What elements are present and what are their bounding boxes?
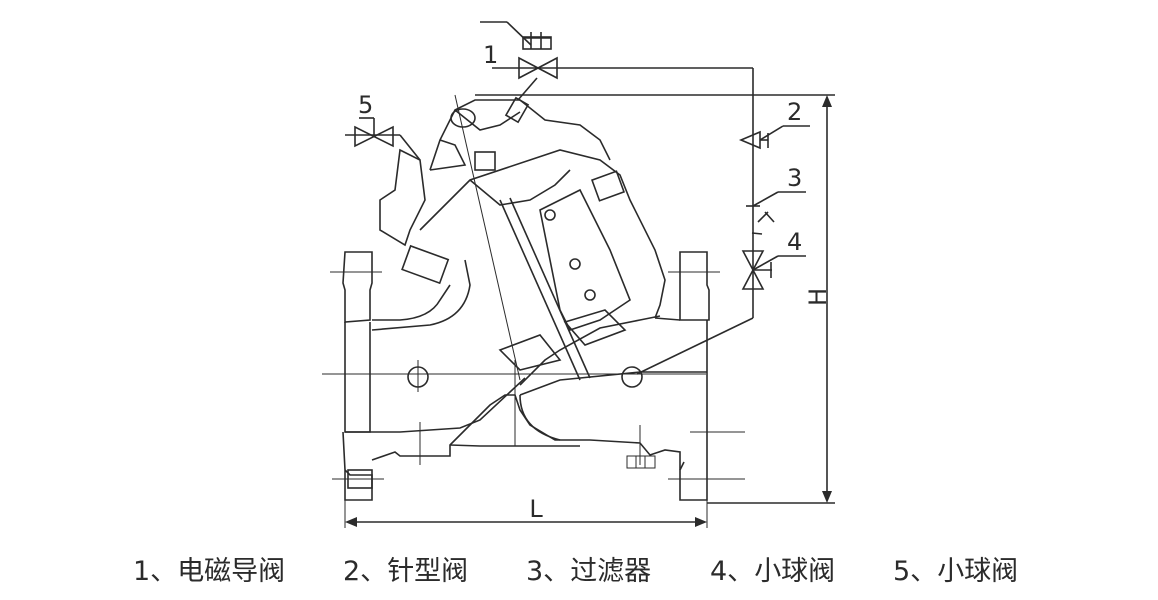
length-dimension: L <box>344 495 708 528</box>
callout-4: 4 <box>787 228 802 256</box>
legend-name: 电磁导阀 <box>177 556 286 587</box>
callout-2: 2 <box>787 98 802 126</box>
legend-name: 过滤器 <box>570 556 652 587</box>
ball-valve-5-symbol: 5 <box>354 91 394 148</box>
legend-name: 针型阀 <box>387 556 469 587</box>
callout-5: 5 <box>358 91 373 119</box>
callout-1: 1 <box>483 41 498 69</box>
valve-body <box>342 96 710 501</box>
legend-name: 小球阀 <box>754 556 836 587</box>
legend-item-ball-valve-4: 4、小球阀 <box>710 549 835 588</box>
legend-item-solenoid-pilot-valve: 1、电磁导阀 <box>133 549 285 588</box>
height-dimension: H <box>707 95 835 504</box>
legend-item-ball-valve-5: 5、小球阀 <box>893 549 1018 588</box>
legend-item-needle-valve: 2、针型阀 <box>343 549 468 588</box>
legend-name: 小球阀 <box>937 556 1019 587</box>
valve-technical-drawing: 1 5 2 3 4 H <box>322 21 835 528</box>
legend-number: 1、 <box>133 556 178 587</box>
callout-3: 3 <box>787 164 802 192</box>
pilot-piping <box>345 67 835 375</box>
length-label: L <box>529 495 543 523</box>
legend-number: 3、 <box>526 556 571 587</box>
legend-number: 4、 <box>710 556 755 587</box>
component-legend: 1、电磁导阀 2、针型阀 3、过滤器 4、小球阀 5、小球阀 <box>0 543 1158 593</box>
legend-item-filter: 3、过滤器 <box>526 549 651 588</box>
needle-valve-2-symbol: 2 <box>738 98 810 150</box>
ball-valve-4-symbol: 4 <box>741 228 806 290</box>
solenoid-pilot-valve-symbol: 1 <box>480 21 558 80</box>
legend-number: 2、 <box>343 556 388 587</box>
center-lines <box>322 94 745 480</box>
height-label: H <box>804 288 832 306</box>
filter-3-symbol: 3 <box>746 164 806 235</box>
legend-number: 5、 <box>893 556 938 587</box>
